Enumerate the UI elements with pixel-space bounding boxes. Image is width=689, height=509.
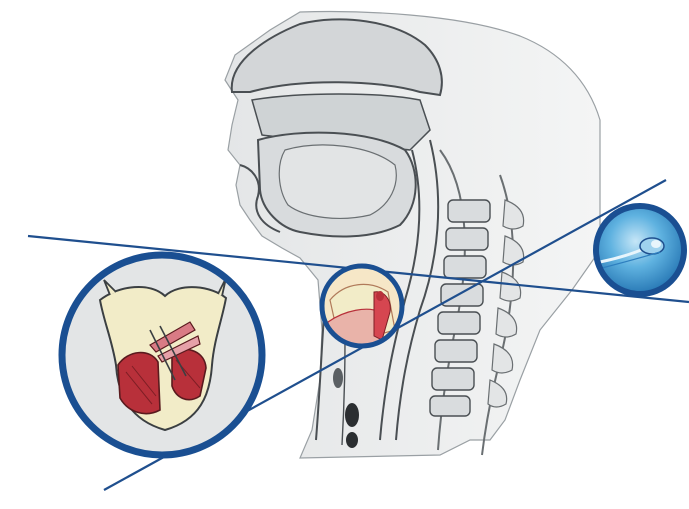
implant-device-inset (596, 206, 684, 294)
larynx-inset (62, 255, 262, 455)
